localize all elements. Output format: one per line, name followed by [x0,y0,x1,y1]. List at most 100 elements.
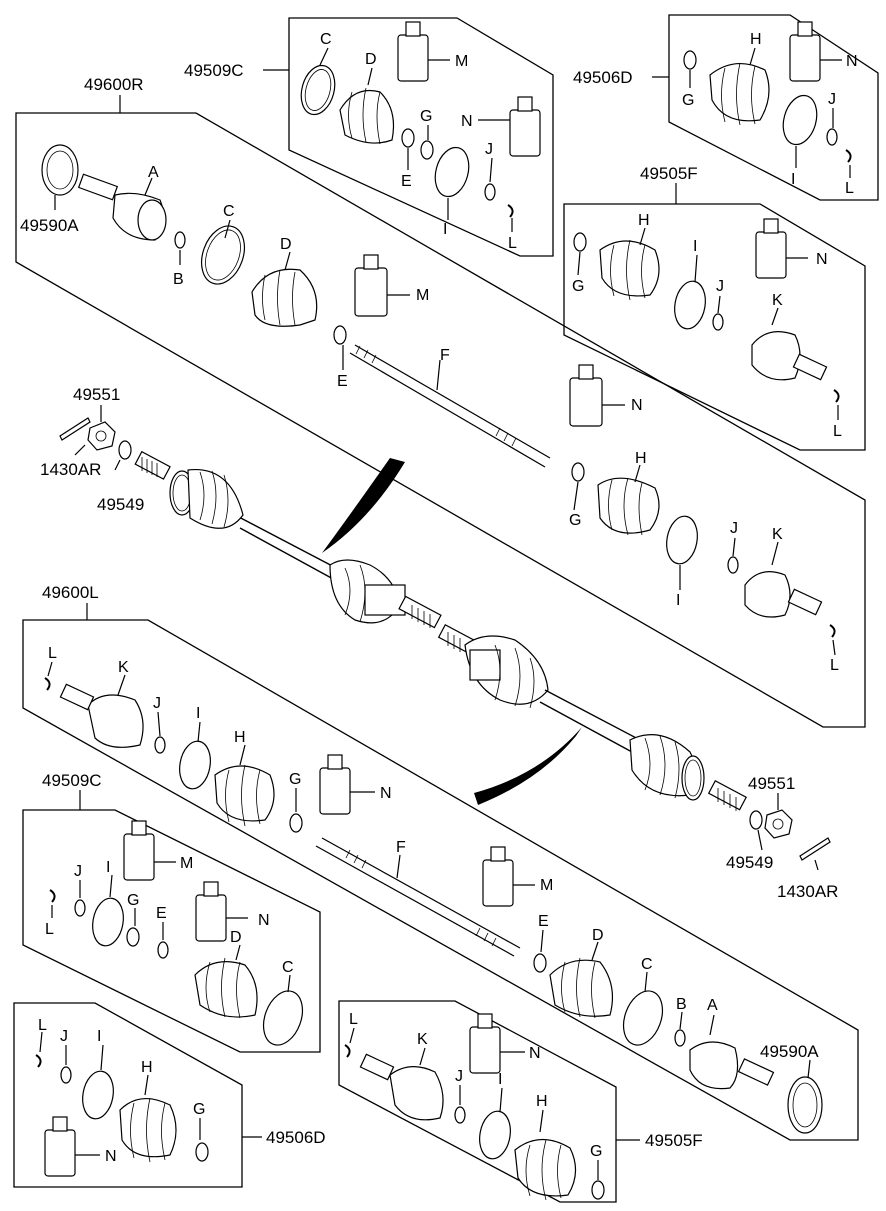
outer-joint-a-top [77,173,167,241]
letter-l: L [508,235,517,252]
letter-i: I [97,1028,101,1045]
letter-e: E [337,373,348,390]
letter-h: H [141,1059,153,1076]
label-1430ar-bot: 1430AR [777,882,838,901]
letter-n: N [816,251,828,268]
letter-e: E [401,173,412,190]
letter-d: D [592,927,604,944]
section-marker-top [322,458,405,553]
letter-j: J [455,1068,463,1085]
letter-f: F [440,347,450,364]
letter-j: J [153,695,161,712]
letter-d: D [365,51,377,68]
tone-ring-top-shape [41,144,79,196]
letter-i: I [196,705,200,722]
letter-k: K [772,526,783,543]
letter-h: H [536,1093,548,1110]
boot-d-bottom [549,959,613,1017]
box-49506d-bot [13,1002,243,1188]
label-49506d-top: 49506D [573,68,633,87]
boot-d-top [251,268,318,327]
pin-1430ar-bot-shape [799,837,831,861]
letter-i: I [791,171,795,188]
letter-k: K [772,292,783,309]
letter-m: M [416,287,429,304]
label-49509c-top: 49509C [184,61,244,80]
washer-49549-top-shape [118,440,132,460]
box-49509c-top [288,17,554,257]
label-1430ar-top: 1430AR [40,460,101,479]
letter-c: C [320,31,332,48]
pin-1430ar-top-shape [59,417,91,441]
washer-49549-bot-shape [749,810,763,830]
label-49551-bot: 49551 [748,774,795,793]
letter-c: C [641,956,653,973]
letter-j: J [60,1028,68,1045]
letter-i: I [443,221,447,238]
outer-joint-a-bottom [689,1041,775,1090]
housing-k-top-mid [744,571,823,618]
letter-d: D [230,929,242,946]
letter-m: M [180,855,193,872]
letter-i: I [676,592,680,609]
letter-g: G [572,278,584,295]
box-49509c-bot [22,809,321,1053]
letter-n: N [631,397,643,414]
label-49509c-bot: 49509C [42,771,102,790]
label-49551-top: 49551 [73,385,120,404]
letter-g: G [127,892,139,909]
label-49590a-bot: 49590A [760,1042,819,1061]
letter-h: H [234,729,246,746]
letter-j: J [730,520,738,537]
box-49600r [15,112,866,728]
box-49600l [22,619,859,1141]
letter-k: K [118,659,129,676]
letter-j: J [74,863,82,880]
letter-e: E [156,905,167,922]
letter-l: L [48,645,57,662]
letter-n: N [105,1148,117,1165]
letter-l: L [349,1011,358,1028]
letter-n: N [380,785,392,802]
letter-j: J [716,278,724,295]
housing-k-bottom [389,1066,444,1121]
boot-h-top-mid [597,477,660,534]
letter-c: C [282,959,294,976]
letter-j: J [485,141,493,158]
shaft-f-top [349,344,551,468]
letter-e: E [538,913,549,930]
letter-d: D [280,236,292,253]
tone-ring-bottom-shape [787,1076,823,1134]
letter-b: B [173,271,184,288]
letter-g: G [569,512,581,529]
letter-m: M [540,877,553,894]
nut-49551-top-shape [87,421,116,451]
main-driveshaft [134,450,747,811]
letter-a: A [148,164,159,181]
label-49506d-bot: 49506D [266,1128,326,1147]
label-49600r: 49600R [84,75,144,94]
box-49506d-top [668,14,879,201]
label-49549-bot: 49549 [726,853,773,872]
letter-j: J [828,91,836,108]
letter-i: I [498,1071,502,1088]
label-49549-top: 49549 [97,495,144,514]
letter-a: A [707,997,718,1014]
shaft-f-bottom [315,837,521,957]
letter-m: M [455,53,468,70]
letter-g: G [590,1143,602,1160]
letter-l: L [38,1017,47,1034]
letter-n: N [846,53,858,70]
letter-g: G [682,92,694,109]
letter-b: B [676,996,687,1013]
label-49590a-top: 49590A [20,216,79,235]
letter-k: K [417,1031,428,1048]
letter-h: H [750,31,762,48]
box-49505f-bot [338,1000,617,1203]
nut-49551-bot-shape [764,809,793,839]
letter-l: L [833,423,842,440]
letter-l: L [45,921,54,938]
letter-g: G [193,1101,205,1118]
letter-i: I [106,859,110,876]
box-49505f-top [563,203,866,451]
